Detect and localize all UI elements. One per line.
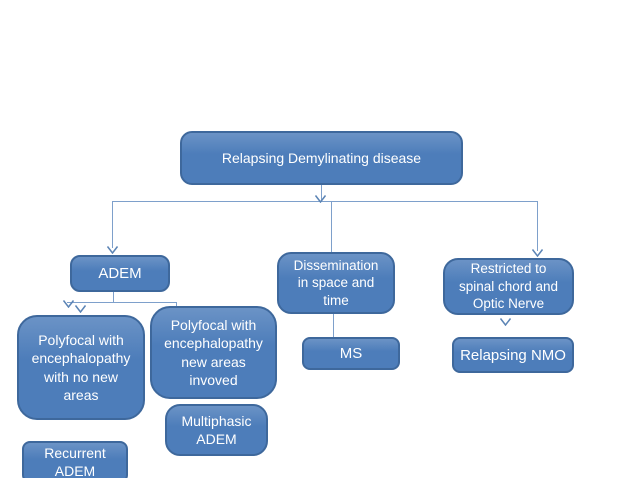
arrow-down-icon xyxy=(532,249,543,257)
node-dissemination-in-space-and-time: Dissemination in space and time xyxy=(277,252,395,314)
arrow-down-icon xyxy=(315,195,326,203)
arrow-down-icon xyxy=(107,246,118,254)
connector-center-drop xyxy=(331,201,332,252)
node-label: Polyfocal with encephalopathy with no ne… xyxy=(31,332,131,403)
node-relapsing-demylinating-disease: Relapsing Demylinating disease xyxy=(180,131,463,185)
node-recurrent-adem: Recurrent ADEM xyxy=(22,441,128,478)
arrow-down-icon xyxy=(500,318,511,326)
node-label: Relapsing Demylinating disease xyxy=(221,150,422,166)
node-label: Restricted to spinal chord and Optic Ner… xyxy=(458,261,559,312)
arrow-down-icon xyxy=(75,305,86,313)
node-label: ADEM xyxy=(98,265,142,282)
node-restricted-to-spinal-chord-and-optic-nerve: Restricted to spinal chord and Optic Ner… xyxy=(443,258,574,315)
node-relapsing-nmo: Relapsing NMO xyxy=(452,337,574,373)
node-multiphasic-adem: Multiphasic ADEM xyxy=(165,404,268,456)
node-label: MS xyxy=(339,345,363,362)
connector-root-stem xyxy=(321,185,322,201)
node-adem: ADEM xyxy=(70,255,170,292)
node-label: Multiphasic ADEM xyxy=(181,412,252,447)
connector-adem-stem xyxy=(113,292,114,303)
node-label: Polyfocal with encephalopathy new areas … xyxy=(164,317,263,388)
node-label: Relapsing NMO xyxy=(460,346,566,364)
node-label: Dissemination in space and time xyxy=(293,257,379,308)
connector-dissemination-ms xyxy=(333,314,334,337)
node-polyfocal-with-encephalopathy-no-new-areas: Polyfocal with encephalopathy with no ne… xyxy=(17,315,145,420)
connector-horizontal-main xyxy=(112,201,538,202)
node-polyfocal-with-encephalopathy-new-areas: Polyfocal with encephalopathy new areas … xyxy=(150,306,277,399)
connector-right-drop xyxy=(537,201,538,251)
connector-left-drop xyxy=(112,201,113,248)
node-label: Recurrent ADEM xyxy=(44,444,106,478)
arrow-down-icon xyxy=(63,300,74,308)
node-ms: MS xyxy=(302,337,400,370)
connector-adem-horizontal xyxy=(67,302,177,303)
connector-adem-right-stub xyxy=(176,302,177,307)
